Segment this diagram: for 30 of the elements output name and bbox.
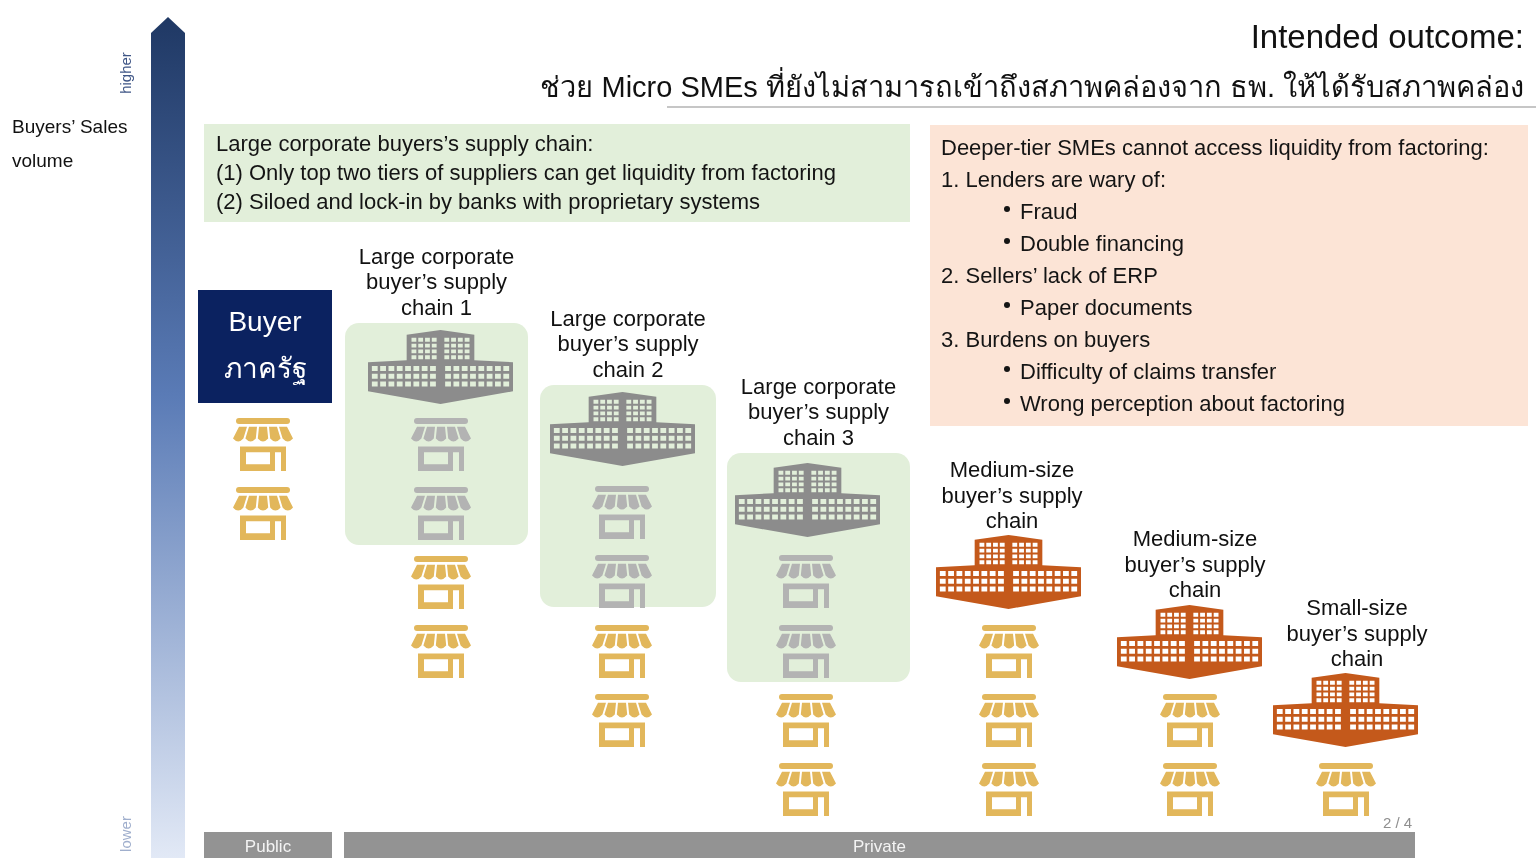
title: Intended outcome: bbox=[1250, 18, 1524, 56]
chain-heading: Medium-size buyer’s supply chain bbox=[940, 457, 1084, 534]
axis-end-label: higher bbox=[116, 52, 134, 94]
list-item-text: (2) Siloed and lock-in by banks with proprietary systems bbox=[216, 188, 761, 216]
chain-heading: Large corporate buyer’s supply chain 2 bbox=[549, 305, 707, 382]
chain-heading: Small-size buyer’s supply chain bbox=[1285, 595, 1429, 672]
axis-title: Buyers’ Sales volume bbox=[12, 115, 129, 173]
buyer-box bbox=[198, 290, 332, 403]
list-item-text: Paper documents bbox=[1020, 294, 1193, 322]
list-item-text: Difficulty of claims transfer bbox=[1020, 358, 1277, 386]
panel-heading: Deeper-tier SMEs cannot access liquidity from factoring: bbox=[941, 134, 1489, 162]
list-item-text: 2. Sellers’ lack of ERP bbox=[941, 262, 1158, 290]
axis-end-label: lower bbox=[116, 816, 134, 852]
chain-heading: Medium-size buyer’s supply chain bbox=[1123, 526, 1267, 603]
chain-heading: Large corporate buyer’s supply chain 3 bbox=[739, 373, 898, 450]
sector-bar: Private bbox=[344, 832, 1415, 858]
info-panel bbox=[930, 125, 1528, 426]
info-panel bbox=[204, 124, 910, 222]
list-item-text: Double financing bbox=[1020, 230, 1184, 258]
buyer-subtitle: ภาครัฐ bbox=[223, 351, 307, 387]
list-item-text: (1) Only top two tiers of suppliers can get liquidity from factoring bbox=[216, 159, 836, 187]
buyer-title: Buyer bbox=[228, 305, 302, 340]
page-number: 2 / 4 bbox=[1383, 814, 1413, 831]
chain-heading: Large corporate buyer’s supply chain 1 bbox=[357, 243, 516, 320]
panel-heading: Large corporate buyers’s supply chain: bbox=[216, 130, 594, 158]
list-item-text: Fraud bbox=[1020, 198, 1078, 226]
list-item-text: Wrong perception about factoring bbox=[1020, 390, 1345, 418]
list-item-text: 3. Burdens on buyers bbox=[941, 326, 1151, 354]
list-item-text: 1. Lenders are wary of: bbox=[941, 166, 1166, 194]
sector-bar: Public bbox=[204, 832, 332, 858]
